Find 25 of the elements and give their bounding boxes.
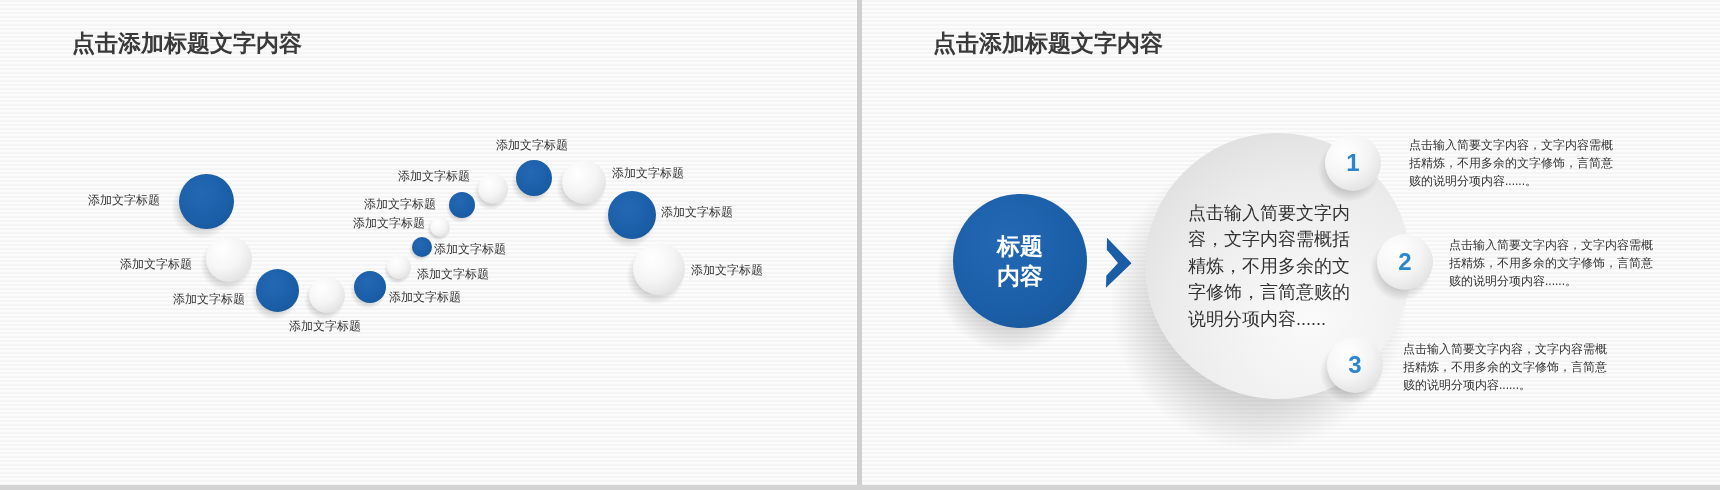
circle-label: 添加文字标题: [289, 318, 361, 334]
circle-label: 添加文字标题: [496, 137, 568, 153]
slide-title: 点击添加标题文字内容: [933, 29, 1163, 58]
circle-label: 添加文字标题: [434, 241, 506, 257]
step-number: 3: [1348, 351, 1362, 379]
circle-label: 添加文字标题: [173, 291, 245, 307]
circle-label: 添加文字标题: [120, 256, 192, 272]
heading-text: 标题内容: [995, 232, 1044, 291]
step-number: 2: [1398, 248, 1412, 276]
description-text: 点击输入简要文字内容，文字内容需概括精炼，不用多余的文字修饰，言简意赅的说明分项内容......。: [1409, 137, 1614, 190]
circle-label: 添加文字标题: [612, 165, 684, 181]
circle-label: 添加文字标题: [398, 168, 470, 184]
circle-label: 添加文字标题: [417, 266, 489, 282]
step-number: 1: [1346, 149, 1360, 177]
circle-label: 添加文字标题: [364, 196, 436, 212]
description-text: 点击输入简要文字内容，文字内容需概括精炼，不用多余的文字修饰，言简意赅的说明分项内容......。: [1403, 341, 1608, 394]
circle-label: 添加文字标题: [389, 289, 461, 305]
chevron-arrow: [1106, 237, 1132, 288]
body-text: 点击输入简要文字内容，文字内容需概括精炼，不用多余的文字修饰，言简意赅的说明分项内容......: [1188, 201, 1351, 331]
circle-label: 添加文字标题: [691, 262, 763, 278]
description-text: 点击输入简要文字内容，文字内容需概括精炼，不用多余的文字修饰，言简意赅的说明分项内容......。: [1449, 237, 1654, 290]
circle-label: 添加文字标题: [661, 204, 733, 220]
slide-title: 点击添加标题文字内容: [72, 29, 302, 58]
circle-label: 添加文字标题: [88, 192, 160, 208]
circle-label: 添加文字标题: [353, 215, 425, 231]
